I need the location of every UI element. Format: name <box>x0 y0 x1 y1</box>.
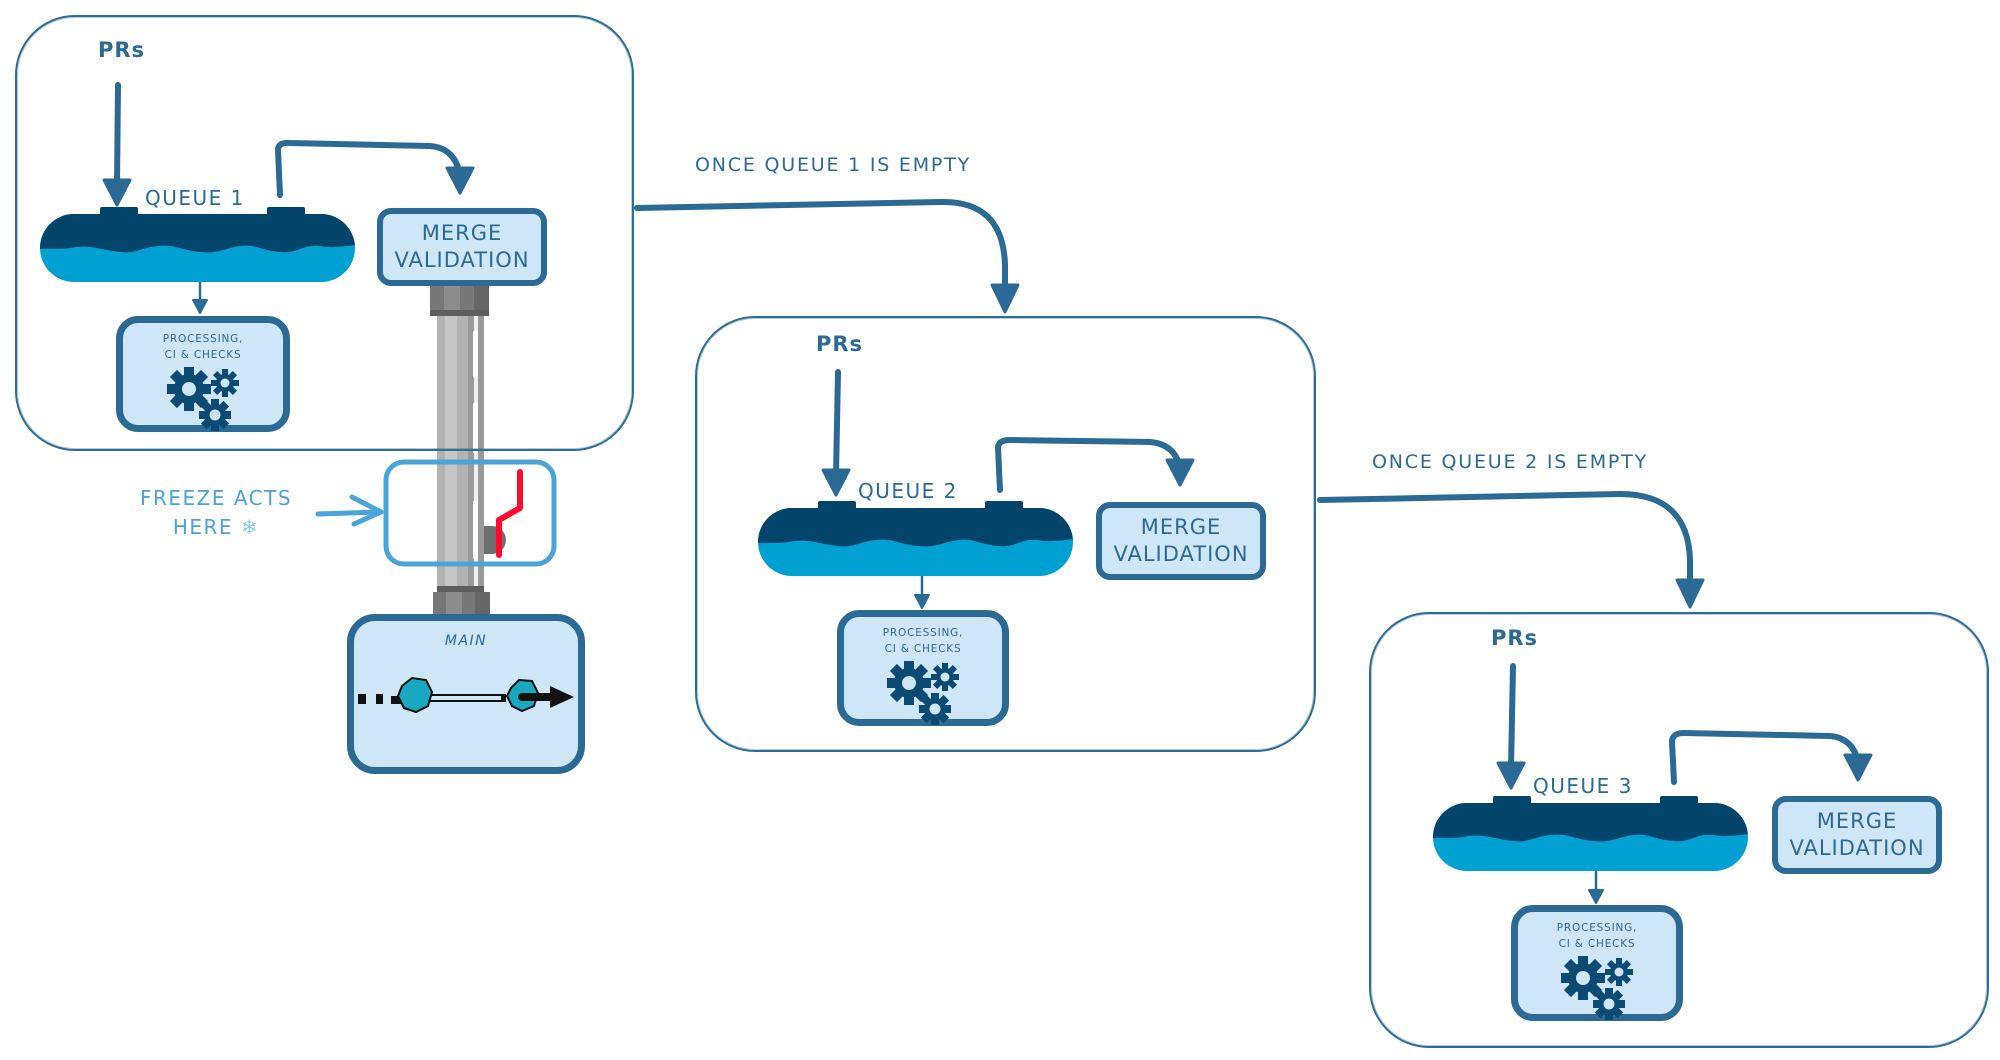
processing-line2: CI & CHECKS <box>164 349 242 361</box>
stage-3-queue-label: QUEUE 3 <box>1533 774 1633 798</box>
stage-3-merge-validation[interactable]: MERGE VALIDATION <box>1772 796 1942 874</box>
freeze-label-line2: HERE <box>172 515 234 539</box>
stage-1-merge-validation[interactable]: MERGE VALIDATION <box>377 208 547 286</box>
merge-validation-line1: MERGE <box>1816 809 1898 833</box>
processing-line1: PROCESSING, <box>1556 922 1638 934</box>
commit-graph <box>358 676 574 714</box>
freeze-valve <box>383 459 557 567</box>
commit-node <box>396 676 434 714</box>
merge-validation-line2: VALIDATION <box>1113 542 1249 566</box>
merge-validation-line1: MERGE <box>1140 515 1222 539</box>
transition-arrow-1 <box>634 198 1020 314</box>
gears-icon <box>1561 956 1633 1020</box>
stage-1-processing-box[interactable]: PROCESSING, CI & CHECKS <box>116 316 290 432</box>
commit-dot <box>376 694 383 704</box>
arrow-head-icon <box>550 686 574 708</box>
stage-1-queue-label: QUEUE 1 <box>145 186 245 210</box>
stage-1-box <box>15 15 634 451</box>
processing-line1: PROCESSING, <box>162 333 244 345</box>
gears-icon <box>167 367 239 431</box>
freeze-arrow <box>315 494 384 527</box>
stage-2-queue-label: QUEUE 2 <box>858 479 958 503</box>
transition-arrow-2 <box>1317 491 1705 609</box>
stage-2-prs-label: PRs <box>816 332 864 356</box>
stage-2-box <box>695 316 1316 752</box>
commit-dot <box>358 694 366 704</box>
main-branch-box[interactable]: MAIN <box>347 614 585 774</box>
stage-2-merge-validation[interactable]: MERGE VALIDATION <box>1096 502 1266 580</box>
stage-3-prs-label: PRs <box>1491 626 1539 650</box>
gears-icon <box>887 661 959 725</box>
stage-2-processing-box[interactable]: PROCESSING, CI & CHECKS <box>837 610 1009 726</box>
processing-line2: CI & CHECKS <box>1558 938 1636 950</box>
merge-validation-line1: MERGE <box>421 221 503 245</box>
freeze-label: FREEZE ACTS HERE ❄ <box>126 484 306 542</box>
stage-3-processing-box[interactable]: PROCESSING, CI & CHECKS <box>1511 905 1683 1021</box>
freeze-label-line1: FREEZE ACTS <box>139 486 293 510</box>
merge-validation-line2: VALIDATION <box>1789 836 1925 860</box>
snowflake-icon: ❄ <box>240 515 260 539</box>
transition-label-1: ONCE QUEUE 1 IS EMPTY <box>695 154 971 176</box>
stage-3-box <box>1369 612 1989 1048</box>
main-branch-label: MAIN <box>444 633 488 649</box>
processing-line1: PROCESSING, <box>882 627 964 639</box>
processing-line2: CI & CHECKS <box>884 643 962 655</box>
transition-label-2: ONCE QUEUE 2 IS EMPTY <box>1372 451 1648 473</box>
merge-validation-line2: VALIDATION <box>394 248 530 272</box>
stage-1-prs-label: PRs <box>98 38 146 62</box>
commit-dot <box>391 696 401 704</box>
